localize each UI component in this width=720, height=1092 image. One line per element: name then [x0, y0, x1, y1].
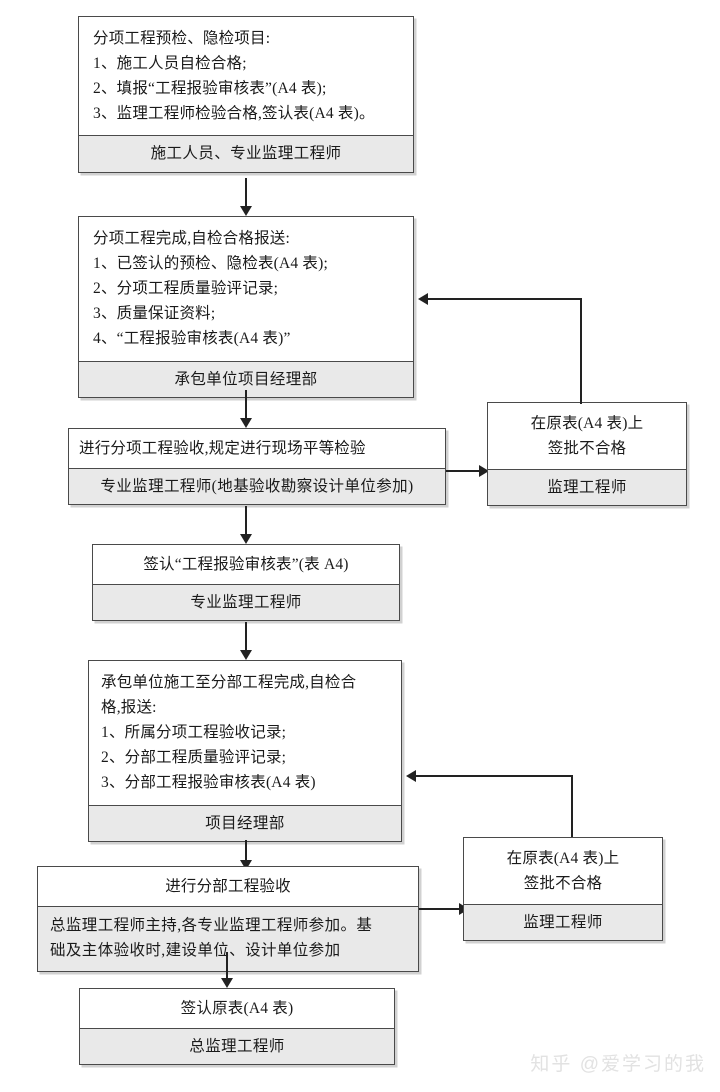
- site-watermark: 知乎 @爱学习的我: [530, 1054, 706, 1075]
- body-line: 3、监理工程师检验合格,签认表(A4 表)。: [93, 105, 375, 123]
- body-line: 4、“工程报验审核表(A4 表)”: [93, 330, 291, 348]
- node-role-band: 监理工程师: [464, 904, 662, 941]
- body-line: 签认原表(A4 表): [180, 1000, 294, 1017]
- body-line: 承包单位施工至分部工程完成,自检合: [101, 674, 357, 691]
- body-line: 分项工程预检、隐检项目:: [93, 30, 271, 47]
- node-body: 在原表(A4 表)上 签批不合格: [464, 838, 662, 905]
- node-subitem-acceptance[interactable]: 进行分项工程验收,规定进行现场平等检验 专业监理工程师(地基验收勘察设计单位参加…: [68, 428, 446, 506]
- node-body: 承包单位施工至分部工程完成,自检合 格,报送: 1、所属分项工程验收记录; 2、…: [89, 661, 401, 805]
- node-division-acceptance[interactable]: 进行分部工程验收 总监理工程师主持,各专业监理工程师参加。基 础及主体验收时,建…: [37, 866, 419, 972]
- feedback-lower-riser: [571, 775, 574, 837]
- arrowhead-n6-to-n8: [239, 860, 252, 870]
- node-body: 签认原表(A4 表): [80, 989, 394, 1029]
- connector-n1-to-n2: [245, 178, 248, 208]
- node-body: 分项工程完成,自检合格报送: 1、已签认的预检、隐检表(A4 表); 2、分项工…: [79, 217, 413, 361]
- node-reject-lower[interactable]: 在原表(A4 表)上 签批不合格 监理工程师: [463, 837, 663, 942]
- body-line: 1、所属分项工程验收记录;: [101, 724, 287, 742]
- node-body: 进行分部工程验收: [38, 867, 418, 907]
- connector-n2-to-n3: [245, 390, 248, 420]
- node-division-completed[interactable]: 承包单位施工至分部工程完成,自检合 格,报送: 1、所属分项工程验收记录; 2、…: [88, 660, 402, 842]
- connector-n5-to-n6: [245, 622, 248, 652]
- arrowhead-n5-to-n6: [239, 650, 252, 660]
- body-line: 2、分部工程质量验评记录;: [101, 749, 287, 767]
- node-body: 分项工程预检、隐检项目: 1、施工人员自检合格; 2、填报“工程报验审核表”(A…: [79, 17, 413, 136]
- node-role-band: 专业监理工程师(地基验收勘察设计单位参加): [69, 468, 445, 505]
- feedback-lower-run: [416, 775, 573, 778]
- node-subitem-completed[interactable]: 分项工程完成,自检合格报送: 1、已签认的预检、隐检表(A4 表); 2、分项工…: [78, 216, 414, 398]
- node-sign-inspection-form[interactable]: 签认“工程报验审核表”(表 A4) 专业监理工程师: [92, 544, 400, 622]
- connector-n6-to-n8: [245, 840, 248, 862]
- feedback-upper-riser: [580, 298, 583, 404]
- arrowhead-feedback-upper: [418, 292, 428, 305]
- feedback-upper-run: [428, 298, 582, 301]
- connector-n8-to-n9: [226, 952, 229, 980]
- node-subitem-preinspection[interactable]: 分项工程预检、隐检项目: 1、施工人员自检合格; 2、填报“工程报验审核表”(A…: [78, 16, 414, 173]
- body-line: 3、质量保证资料;: [93, 305, 216, 323]
- node-role-band: 施工人员、专业监理工程师: [79, 135, 413, 172]
- body-line: 在原表(A4 表)上: [530, 415, 644, 432]
- arrowhead-n3-to-reject-upper: [479, 464, 489, 477]
- node-role-band: 总监理工程师: [80, 1028, 394, 1065]
- body-line: 3、分部工程报验审核表(A4 表): [101, 774, 316, 792]
- connector-n3-to-n5: [245, 506, 248, 536]
- body-line: 1、已签认的预检、隐检表(A4 表);: [93, 255, 328, 273]
- node-body: 在原表(A4 表)上 签批不合格: [488, 403, 686, 470]
- role-line: 总监理工程师主持,各专业监理工程师参加。基: [50, 917, 373, 935]
- arrowhead-n1-to-n2: [239, 206, 252, 216]
- body-line: 分项工程完成,自检合格报送:: [93, 230, 290, 247]
- body-line: 格,报送:: [101, 699, 157, 717]
- node-body: 签认“工程报验审核表”(表 A4): [93, 545, 399, 585]
- body-line: 签批不合格: [547, 440, 627, 458]
- body-line: 签认“工程报验审核表”(表 A4): [143, 556, 349, 573]
- node-sign-original-form[interactable]: 签认原表(A4 表) 总监理工程师: [79, 988, 395, 1066]
- body-line: 在原表(A4 表)上: [506, 850, 620, 867]
- node-role-band: 监理工程师: [488, 469, 686, 506]
- arrowhead-n8-to-n9: [220, 978, 233, 988]
- connector-n8-to-reject-lower: [419, 908, 464, 911]
- node-role-band: 项目经理部: [89, 804, 401, 841]
- body-line: 签批不合格: [523, 875, 603, 893]
- arrowhead-n3-to-n5: [239, 534, 252, 544]
- body-line: 1、施工人员自检合格;: [93, 55, 247, 73]
- role-line: 础及主体验收时,建设单位、设计单位参加: [50, 941, 341, 959]
- node-role-band: 专业监理工程师: [93, 584, 399, 621]
- body-line: 2、填报“工程报验审核表”(A4 表);: [93, 80, 327, 98]
- arrowhead-n2-to-n3: [239, 418, 252, 428]
- connector-n3-to-reject-upper: [446, 470, 484, 473]
- body-line: 进行分项工程验收,规定进行现场平等检验: [79, 440, 366, 457]
- body-line: 进行分部工程验收: [165, 878, 291, 895]
- arrowhead-feedback-lower: [406, 769, 416, 782]
- node-body: 进行分项工程验收,规定进行现场平等检验: [69, 429, 445, 469]
- body-line: 2、分项工程质量验评记录;: [93, 280, 279, 298]
- node-reject-upper[interactable]: 在原表(A4 表)上 签批不合格 监理工程师: [487, 402, 687, 507]
